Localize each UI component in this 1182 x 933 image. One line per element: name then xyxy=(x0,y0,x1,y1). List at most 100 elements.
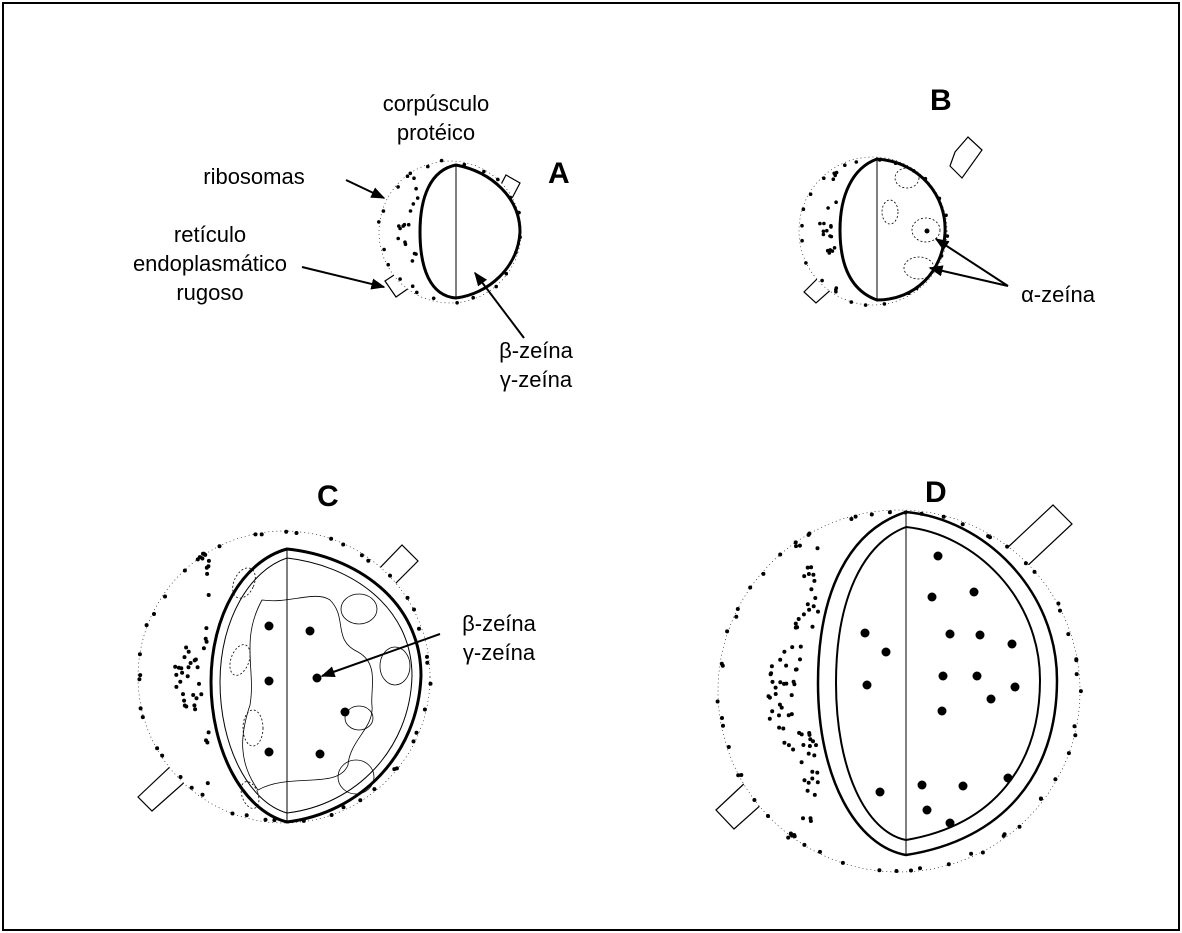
ribosome-dot xyxy=(787,713,791,717)
ribosome-dot xyxy=(1056,602,1060,606)
ribosome-dot xyxy=(768,717,772,721)
ribosome-dot xyxy=(254,532,258,536)
ribosome-dot xyxy=(769,671,773,675)
ribosome-dot xyxy=(912,169,916,173)
ribosome-dot xyxy=(716,700,720,704)
ribosome-dot xyxy=(412,739,416,743)
ribosome-dot xyxy=(509,196,513,200)
ribosome-dot xyxy=(811,573,815,577)
ribosome-dot xyxy=(207,593,211,597)
ribosome-dot xyxy=(302,819,306,823)
ribosome-dot xyxy=(814,743,818,747)
ribosome-dot xyxy=(160,754,164,758)
ribosome-dot xyxy=(180,671,184,675)
arrow-rer xyxy=(302,267,384,287)
ribosome-dot xyxy=(415,291,419,295)
ribosome-dot xyxy=(190,786,194,790)
ribosome-dot xyxy=(816,546,820,550)
ribosome-dot xyxy=(382,248,386,252)
ribosome-dot xyxy=(790,645,794,649)
ribosome-dot xyxy=(179,775,183,779)
ribosome-dot xyxy=(1039,797,1043,801)
ribosome-dot xyxy=(915,287,919,291)
panel-c xyxy=(137,530,432,823)
ribosome-dot xyxy=(833,246,837,250)
ribosome-dot xyxy=(186,674,190,678)
ribosome-dot xyxy=(832,172,836,176)
ribosome-dot xyxy=(411,259,415,263)
ribosome-dot xyxy=(770,709,774,713)
ribosome-dot xyxy=(245,813,249,817)
zein-granule xyxy=(1011,683,1020,692)
ribosome-dot xyxy=(403,240,407,244)
ribosome-dot xyxy=(204,626,208,630)
zein-granule xyxy=(861,629,870,638)
label-a-gamma-zein: γ-zeína xyxy=(500,367,573,392)
ribosome-dot xyxy=(988,535,992,539)
ribosome-dot xyxy=(455,301,459,305)
label-c-beta-zein: β-zeína xyxy=(462,611,537,636)
ribosome-dot xyxy=(179,666,183,670)
ribosome-dot xyxy=(415,731,419,735)
ribosome-dot xyxy=(767,694,771,698)
ribosome-dot xyxy=(425,661,429,665)
panel-d xyxy=(716,505,1083,873)
ribosome-dot xyxy=(806,602,810,606)
ribosome-dot xyxy=(807,532,811,536)
zein-granule xyxy=(1004,774,1013,783)
ribosome-dot xyxy=(194,658,198,662)
ribosome-dot xyxy=(795,625,799,629)
ribosome-dot xyxy=(505,272,509,276)
ribosome-dot xyxy=(201,793,205,797)
ribosome-dot xyxy=(774,686,778,690)
ribosome-dot xyxy=(137,677,141,681)
ribosome-dot xyxy=(822,176,826,180)
label-a-beta-zein: β-zeína xyxy=(499,338,574,363)
zein-granule xyxy=(946,819,955,828)
zein-granule xyxy=(987,695,996,704)
ribosome-dot xyxy=(138,673,142,677)
ribosome-dot xyxy=(198,555,202,559)
ribosome-dot xyxy=(782,650,786,654)
ribosome-dot xyxy=(748,586,752,590)
ribosome-dot xyxy=(1067,751,1071,755)
ribosome-dot xyxy=(794,540,798,544)
label-c-gamma-zein: γ-zeína xyxy=(463,640,536,665)
ribosome-dot xyxy=(725,629,729,633)
ribosome-dot xyxy=(1024,561,1028,565)
ribosome-dot xyxy=(942,515,946,519)
zein-granule xyxy=(923,806,932,815)
ribosome-dot xyxy=(145,623,149,627)
ribosome-dot xyxy=(790,693,794,697)
ribosome-dot xyxy=(812,753,816,757)
ribosome-dot xyxy=(184,646,188,650)
arrow-ribosomes xyxy=(346,180,384,198)
ribosome-dot xyxy=(440,159,444,163)
ribosome-dot xyxy=(918,866,922,870)
ribosome-dot xyxy=(909,869,913,873)
ribosome-dot xyxy=(961,522,965,526)
ribosome-dot xyxy=(883,302,887,306)
ribosome-dot xyxy=(809,192,813,196)
label-ribosomes: ribosomas xyxy=(203,164,304,189)
ribosome-dot xyxy=(807,781,811,785)
ribosome-dot xyxy=(870,513,874,517)
ribosome-dot xyxy=(940,254,944,258)
label-rer-line1: retículo xyxy=(174,222,246,247)
ribosome-dot xyxy=(423,708,427,712)
ribosome-dot xyxy=(471,296,475,300)
ribosome-dot xyxy=(517,211,521,215)
panel-letter-a: A xyxy=(548,157,570,190)
ribosome-dot xyxy=(187,665,191,669)
ribosome-dot xyxy=(816,780,820,784)
ribosome-dot xyxy=(800,732,804,736)
ribosome-dot xyxy=(787,743,791,747)
ribosome-dot xyxy=(786,836,790,840)
ribosome-dot xyxy=(1033,570,1037,574)
zein-granule xyxy=(934,552,943,561)
ribosome-dot xyxy=(138,652,142,656)
ribosome-dot xyxy=(947,862,951,866)
arrow-b-alpha-1 xyxy=(936,239,1008,286)
ribosome-dot xyxy=(183,655,187,659)
ribosome-dot xyxy=(721,724,725,728)
